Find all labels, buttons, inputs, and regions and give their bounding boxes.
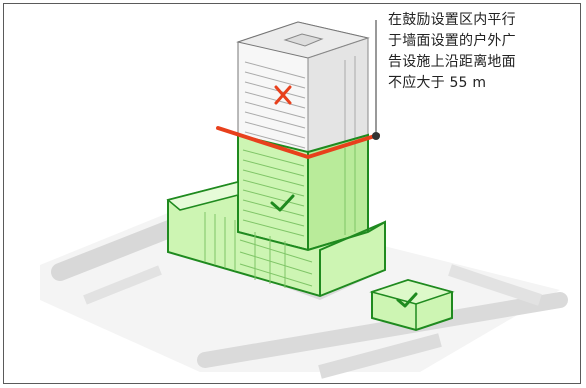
annotation-line-2: 于墙面设置的户外广 [388, 33, 516, 49]
check-icon [270, 194, 295, 212]
tower-lower-allowed [237, 133, 369, 252]
tower-upper-prohibited [236, 21, 370, 171]
height-limit-line [216, 126, 380, 159]
podium-allowed [166, 180, 386, 298]
annex-check-icon [396, 292, 418, 308]
annex-building-allowed [369, 278, 455, 332]
cross-icon [274, 85, 292, 105]
leader-dot [372, 132, 380, 140]
annotation-line-3: 告设施上沿距离地面 [388, 54, 516, 70]
height-limit-annotation: 在鼓励设置区内平行 于墙面设置的户外广 告设施上沿距离地面 不应大于 55 m [388, 10, 578, 94]
annotation-line-4: 不应大于 55 m [388, 75, 487, 91]
annotation-line-1: 在鼓励设置区内平行 [388, 12, 516, 28]
